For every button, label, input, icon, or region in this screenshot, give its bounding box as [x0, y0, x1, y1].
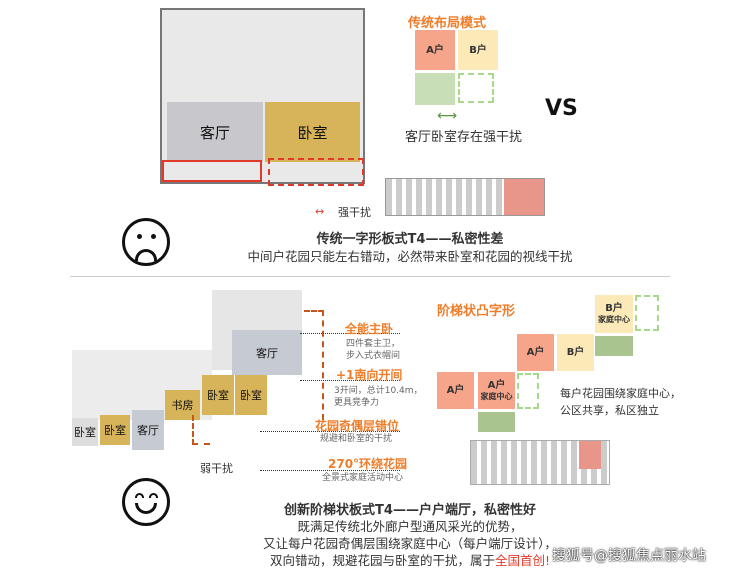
- watermark: 搜狐号@搜狐焦点丽水站: [552, 548, 706, 564]
- room-label: 卧室: [297, 123, 328, 142]
- feature-title-4: 270°环绕花园: [328, 457, 408, 471]
- interference-arrow: ↔: [315, 205, 325, 218]
- feature-title-1: 全能主卧: [345, 322, 394, 336]
- garden-a: [415, 73, 455, 105]
- room-label: 客厅: [199, 123, 230, 142]
- feature-desc-2b: 更具竞争力: [334, 398, 380, 408]
- garden-b-dashed: [458, 73, 494, 103]
- room-study: 书房: [165, 390, 200, 420]
- traditional-desc: 中间户花园只能左右错动，必然带来卧室和花园的视线干扰: [247, 249, 573, 264]
- stepped-heading: 创新阶梯状板式T4——户户端厅，私密性好: [284, 503, 536, 518]
- feature-title-2: +1南向开间: [336, 368, 403, 382]
- room-label: 卧室: [74, 426, 96, 439]
- room-label: 书房: [171, 399, 194, 412]
- sad-face-icon: [122, 218, 170, 266]
- room-label: 卧室: [240, 389, 262, 402]
- stepped-floor-plan: 客厅 卧室 卧室 书房 客厅 卧室 卧室: [72, 290, 324, 450]
- smile-face-icon: [122, 478, 170, 526]
- room-living-1: 客厅: [232, 330, 302, 375]
- unit-a3: A户: [437, 372, 474, 409]
- unit-b1: B户: [557, 334, 594, 371]
- stepped-desc-3: 双向错动，规避花园与卧室的干扰，属于全国首创!: [180, 550, 640, 569]
- garden-arrow: ⟷: [437, 108, 458, 124]
- stepped-building-thumb: [470, 440, 610, 485]
- unit-label: A户: [487, 379, 506, 391]
- room-bedroom: 卧室: [265, 102, 360, 162]
- stepped-caption-1: 每户花园围绕家庭中心，: [560, 387, 681, 400]
- feature-desc-1a: 四件套主卫，: [346, 339, 401, 349]
- room-bedroom-2: 卧室: [235, 375, 267, 415]
- traditional-floor-plan: 客厅 卧室: [160, 8, 365, 186]
- unit-a1: A户: [517, 334, 554, 371]
- feature-desc-3: 规避和卧室的干扰: [320, 434, 393, 444]
- traditional-heading: 传统一字形板式T4——私密性差: [316, 232, 504, 247]
- unit-a: A户: [415, 30, 455, 70]
- stepped-title: 阶梯状凸字形: [437, 304, 516, 319]
- unit-label: B户: [605, 303, 623, 315]
- section-divider: [70, 276, 670, 277]
- strong-interference-label: 强干扰: [338, 206, 371, 219]
- room-bedroom-4: 卧室: [72, 418, 98, 446]
- room-label: 卧室: [207, 389, 229, 402]
- room-label: 卧室: [104, 424, 126, 437]
- unit-b: B户: [458, 30, 498, 70]
- stepped-desc-2: 又让每户花园奇偶层围绕家庭中心（每户端厅设计），: [263, 536, 557, 551]
- garden-b-dashed: [635, 295, 659, 331]
- unit-sublabel: 家庭中心: [598, 315, 630, 325]
- room-bedroom-1: 卧室: [202, 375, 234, 415]
- stepped-desc-1: 既满足传统北外廊户型通风采光的优势，: [297, 519, 523, 534]
- garden-a: [478, 412, 515, 432]
- room-label: 客厅: [137, 424, 159, 437]
- garden-a-dashed: [517, 373, 539, 409]
- room-living-2: 客厅: [132, 410, 164, 450]
- feature-desc-1b: 步入式衣帽间: [346, 351, 401, 361]
- traditional-caption: 客厅卧室存在强干扰: [405, 130, 523, 145]
- unit-sublabel: 家庭中心: [480, 391, 513, 401]
- garden-box-right: [268, 158, 364, 186]
- room-label: 客厅: [256, 346, 278, 360]
- unit-b2-center: B户家庭中心: [595, 295, 633, 333]
- stepped-caption-2: 公区共享，私区独立: [560, 404, 659, 417]
- feature-title-3: 花园奇偶层错位: [315, 419, 400, 433]
- desc-text: 双向错动，规避花园与卧室的干扰，属于: [269, 553, 495, 568]
- vs-label: VS: [545, 96, 578, 121]
- garden-box-left: [162, 160, 262, 182]
- room-living: 客厅: [167, 102, 263, 162]
- weak-interference-label: 弱干扰: [200, 462, 233, 475]
- garden-b: [595, 336, 633, 356]
- feature-desc-2a: 3开间，总计10.4m，: [334, 386, 423, 396]
- traditional-title: 传统布局模式: [408, 16, 487, 31]
- feature-desc-4: 全景式家庭活动中心: [322, 473, 404, 483]
- building-plan-thumb: [385, 178, 545, 216]
- unit-a2-center: A户家庭中心: [478, 372, 515, 409]
- desc-highlight: 全国首创!: [495, 553, 551, 568]
- room-bedroom-3: 卧室: [100, 415, 130, 445]
